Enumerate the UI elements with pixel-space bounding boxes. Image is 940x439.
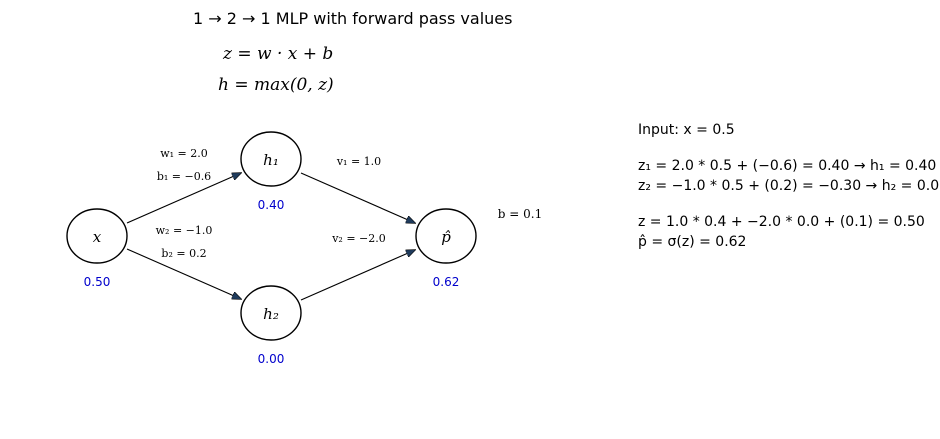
diagram-title: 1 → 2 → 1 MLP with forward pass values [193,9,513,28]
computation-z: z = 1.0 * 0.4 + −2.0 * 0.0 + (0.1) = 0.5… [638,214,925,230]
node-p-value: 0.62 [433,275,460,289]
computation-panel: Input: x = 0.5 z₁ = 2.0 * 0.5 + (−0.6) =… [638,120,940,252]
edge-label-b1: b₁ = −0.6 [157,170,211,183]
edge-label-v2: v₂ = −2.0 [331,232,386,245]
edge-h2-p [300,250,415,301]
node-h1-value: 0.40 [258,198,285,212]
node-x-value: 0.50 [84,275,111,289]
edge-x-h2 [126,248,241,299]
node-h2-value: 0.00 [258,352,285,366]
node-p [415,208,477,264]
node-h1-label: h₁ [263,151,279,169]
equation-z-definition: z = w · x + b [223,44,334,64]
computation-z2: z₂ = −1.0 * 0.5 + (0.2) = −0.30 → h₂ = 0… [638,178,940,194]
output-bias-label: b = 0.1 [498,207,542,221]
node-h1 [240,131,302,187]
edge-h1-p [300,172,415,223]
edge-label-w1: w₁ = 2.0 [160,147,208,160]
node-x-label: x [93,228,102,246]
edge-label-v1: v₁ = 1.0 [336,155,381,168]
edge-x-h1 [126,173,241,224]
edge-label-w2: w₂ = −1.0 [156,224,213,237]
computation-p: p̂ = σ(z) = 0.62 [638,234,747,250]
node-p-label: p̂ [441,228,451,246]
equation-h-definition: h = max(0, z) [218,75,334,95]
node-h2-label: h₂ [263,305,279,323]
computation-z1: z₁ = 2.0 * 0.5 + (−0.6) = 0.40 → h₁ = 0.… [638,158,937,174]
edge-label-b2: b₂ = 0.2 [161,247,206,260]
node-x [66,208,128,264]
node-h2 [240,285,302,341]
computation-input: Input: x = 0.5 [638,122,735,138]
